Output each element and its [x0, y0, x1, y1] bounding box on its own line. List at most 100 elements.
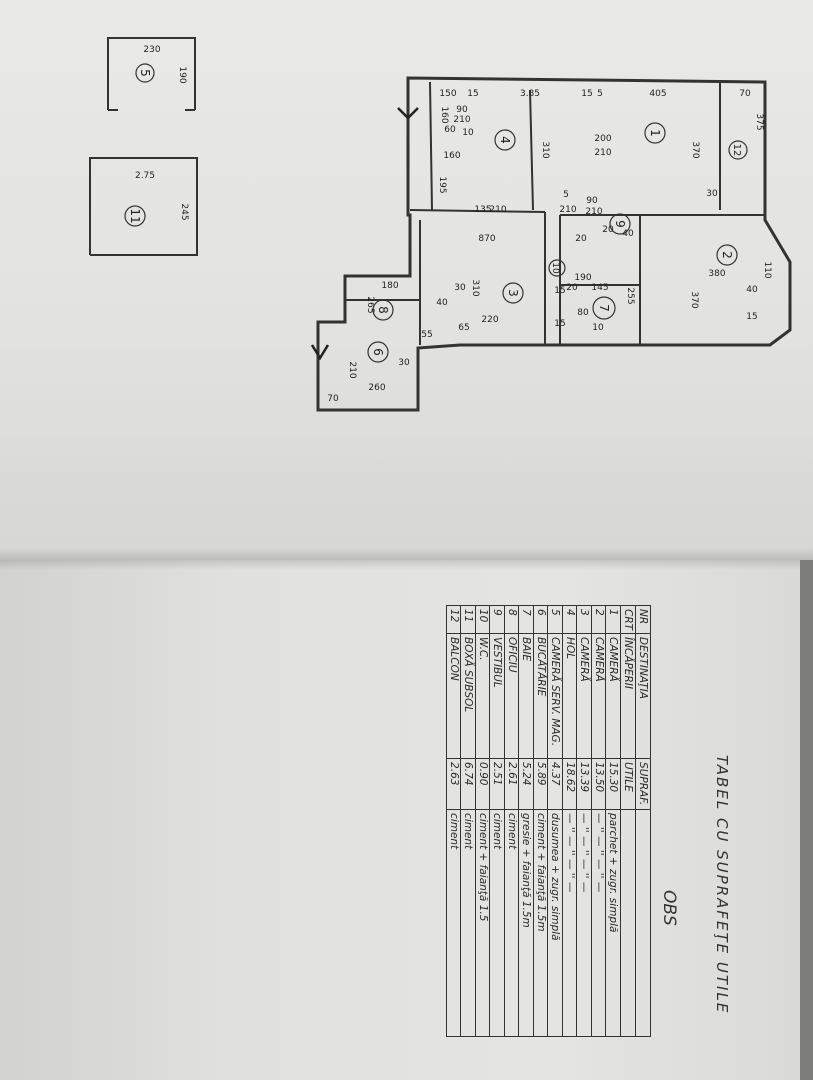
dim-label: 210 — [347, 361, 357, 378]
dim-label: 55 — [421, 330, 432, 340]
row-notes: — '' — '' — '' — — [591, 809, 606, 1037]
dim-label: 60 — [444, 125, 456, 135]
dim-label: 180 — [381, 281, 398, 291]
row-area: 6.74 — [461, 758, 476, 810]
row-area: 2.61 — [504, 758, 519, 810]
dim-label: 370 — [689, 291, 699, 308]
dim-label: 230 — [143, 45, 160, 55]
room-3-label: 3 — [506, 289, 520, 297]
dim-label: 255 — [625, 287, 635, 304]
row-area: 2.63 — [446, 758, 461, 810]
row-notes: parchet + zugr. simplă — [606, 809, 621, 1037]
page-fold — [0, 548, 813, 570]
dim-label: 80 — [577, 308, 589, 318]
storage-5-outline — [107, 37, 196, 111]
row-area: 13.39 — [577, 758, 592, 810]
row-number: 5 — [548, 605, 563, 634]
dim-label: 145 — [591, 283, 608, 293]
header-cell: CRT — [620, 605, 636, 634]
entrance-arrow-icon — [397, 107, 419, 120]
header-cell: ÎNCĂPERII — [620, 633, 636, 759]
row-number: 9 — [490, 605, 505, 634]
row-room: BALCON — [446, 633, 461, 759]
room-5-label: 5 — [138, 69, 152, 77]
dim-label: 405 — [649, 89, 666, 99]
dim-label: 220 — [481, 315, 498, 325]
row-room: HOL — [562, 633, 577, 759]
dim-label: 20 — [566, 283, 578, 293]
dim-label: 150 — [439, 89, 456, 99]
row-area: 13.50 — [591, 758, 606, 810]
dim-label: 40 — [436, 298, 448, 308]
row-notes: — '' — '' — '' — — [577, 809, 592, 1037]
row-area: 5.89 — [533, 758, 548, 810]
header-cell: SUPRAF. — [635, 758, 651, 810]
dim-label: 15 — [467, 89, 478, 99]
floor-plan: 5 11 1 2 3 4 6 7 8 9 10 12 230 190 2.75 … — [89, 37, 792, 412]
room-2-label: 2 — [720, 251, 734, 259]
dim-label: 380 — [708, 269, 725, 279]
row-room: VESTIBUL — [490, 633, 505, 759]
row-number: 1 — [606, 605, 621, 634]
dim-label: 210 — [559, 205, 576, 215]
dim-label: 70 — [739, 89, 751, 99]
row-number: 8 — [504, 605, 519, 634]
row-number: 4 — [562, 605, 577, 634]
row-area: 0.90 — [475, 758, 490, 810]
room-6-label: 6 — [371, 348, 385, 356]
row-area: 5.24 — [519, 758, 534, 810]
dim-label: 15 — [581, 89, 592, 99]
dim-label: 90 — [456, 105, 468, 115]
dim-label: 20 — [575, 234, 587, 244]
row-room: BAIE — [519, 633, 534, 759]
row-number: 7 — [519, 605, 534, 634]
dim-label: 30 — [706, 189, 718, 199]
header-cell: DESTINAŢIA — [635, 633, 651, 759]
row-notes: ciment + faianţă 1.5 — [475, 809, 490, 1037]
row-number: 12 — [446, 605, 461, 634]
dim-label: 190 — [574, 273, 591, 283]
row-notes: ciment + faianţă 1.5m — [533, 809, 548, 1037]
row-number: 3 — [577, 605, 592, 634]
row-notes: ciment — [490, 809, 505, 1037]
room-8-label: 8 — [376, 306, 390, 314]
dim-label: 310 — [470, 279, 480, 296]
row-number: 2 — [591, 605, 606, 634]
header-cell — [620, 809, 636, 1037]
table-header-row: NR DESTINAŢIA SUPRAF. — [635, 605, 651, 1037]
room-11-label: 11 — [128, 208, 142, 223]
area-table-rotated: TABEL CU SUPRAFEŢE UTILE OBS NR DESTINAŢ… — [345, 605, 731, 1045]
dim-label: 110 — [762, 261, 772, 278]
row-number: 10 — [475, 605, 490, 634]
dim-label: 260 — [368, 383, 385, 393]
dim-label: 375 — [754, 113, 764, 130]
row-area: 18.62 — [562, 758, 577, 810]
dim-label: 195 — [437, 176, 447, 193]
dim-label: 20 — [602, 225, 614, 235]
dim-label: 265 — [365, 296, 375, 313]
dim-label: 210 — [453, 115, 470, 125]
area-table: NR DESTINAŢIA SUPRAF. CRT ÎNCĂPERII UTIL… — [446, 605, 651, 1037]
row-room: CAMERĂ — [606, 633, 621, 759]
lower-sheet — [0, 560, 800, 1080]
row-room: BOXĂ SUBSOL — [461, 633, 476, 759]
header-cell: NR — [635, 605, 651, 634]
dim-label: 310 — [540, 141, 550, 158]
dim-label: 210 — [585, 207, 602, 217]
dim-label: 30 — [398, 358, 410, 368]
dim-label: 190 — [177, 66, 187, 83]
entrance-arrow-icon — [310, 344, 330, 361]
dim-label: 370 — [690, 141, 700, 158]
obs-label: OBS — [659, 890, 679, 926]
row-room: CAMERĂ — [591, 633, 606, 759]
row-room: BUCĂTĂRIE — [533, 633, 548, 759]
